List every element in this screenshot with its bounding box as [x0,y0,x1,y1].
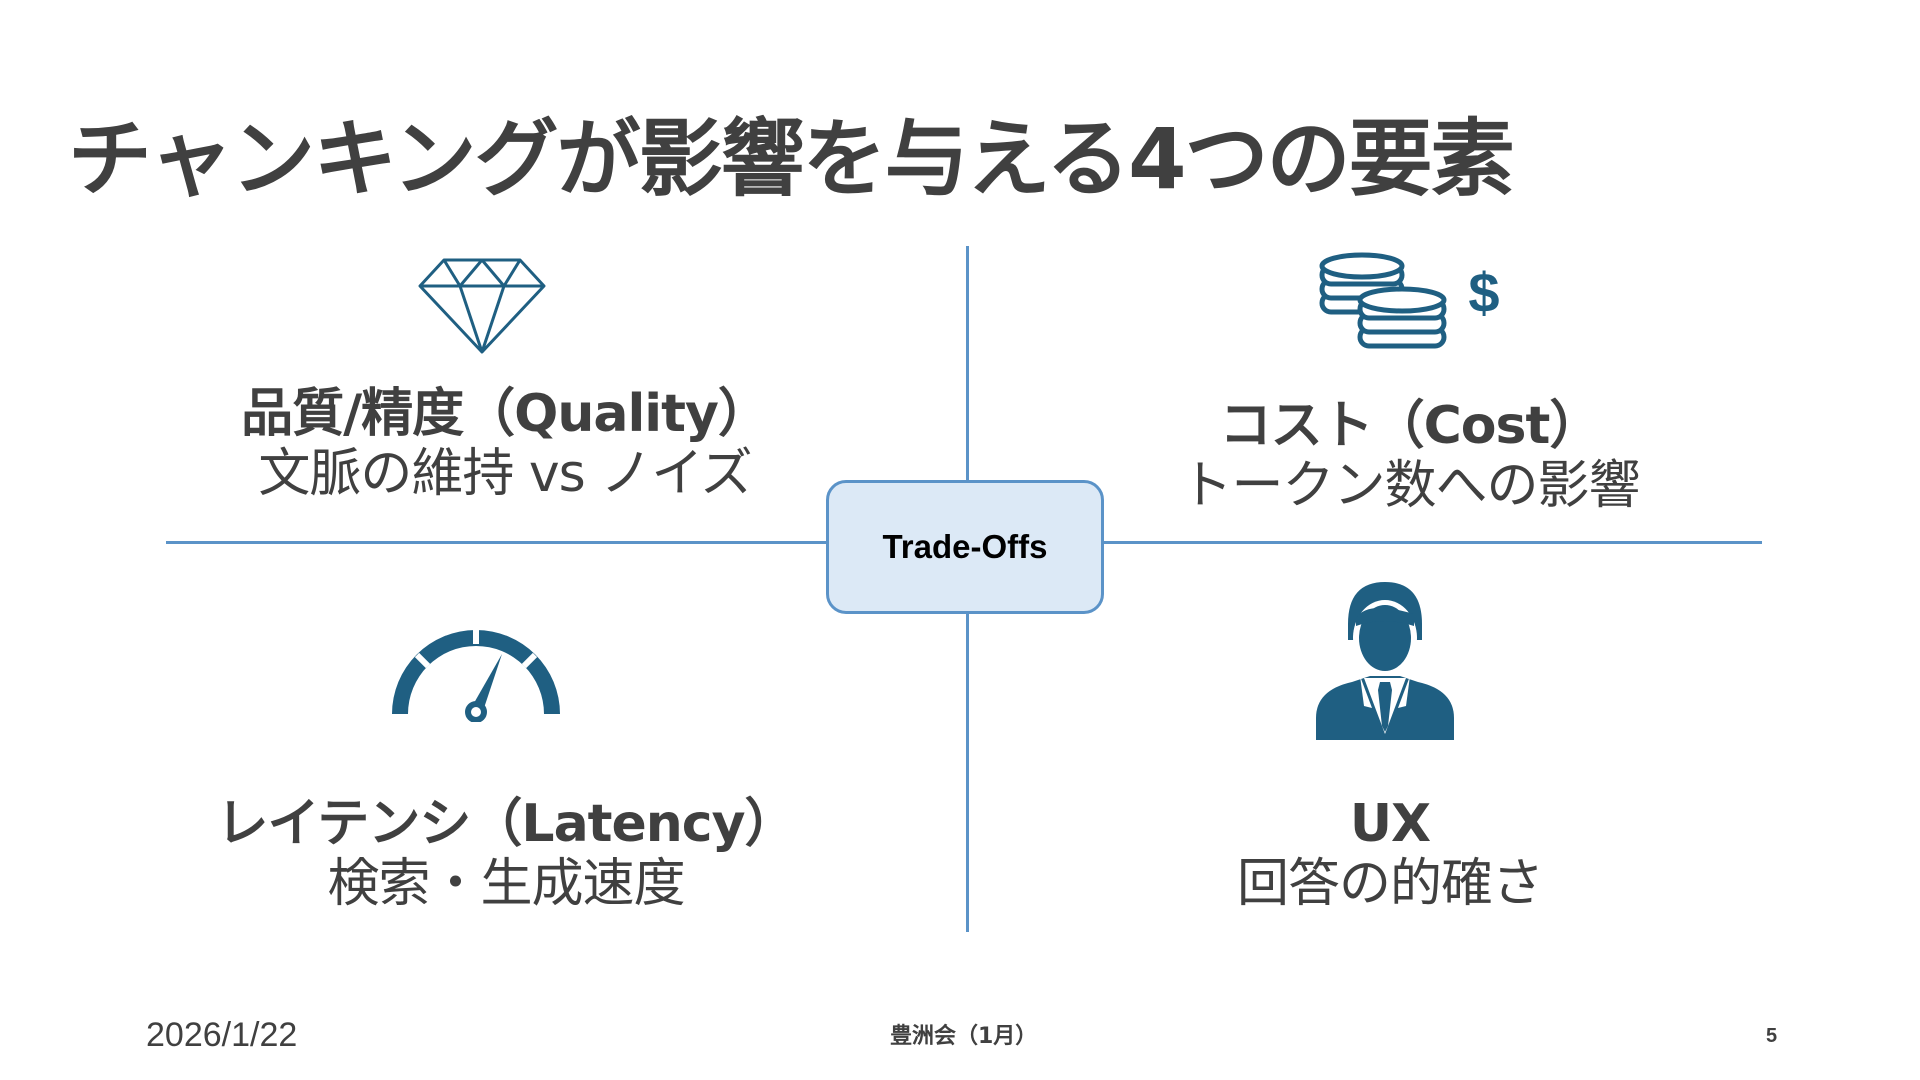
diamond-icon [418,258,546,354]
footer-event: 豊洲会（1月） [890,1024,1038,1049]
quality-text: 品質/精度（Quality） 文脈の維持 vs ノイズ [200,384,810,504]
cost-heading: コスト（Cost） [1219,396,1602,456]
page-number: 5 [1766,1025,1778,1047]
coins-dollar-icon: $ [1319,252,1500,349]
businessman-icon [1316,582,1454,740]
cost-text: コスト（Cost） トークン数への影響 [1080,396,1740,516]
ux-heading: UX [1349,794,1431,854]
speedometer-icon [392,628,560,722]
latency-text: レイテンシ（Latency） 検索・生成速度 [196,794,816,914]
trade-offs-label: Trade-Offs [882,528,1048,565]
quality-subtitle: 文脈の維持 vs ノイズ [258,444,752,504]
cost-subtitle: トークン数への影響 [1180,456,1640,516]
ux-subtitle: 回答の的確さ [1236,854,1544,914]
quality-heading: 品質/精度（Quality） [241,384,770,444]
trade-offs-box: Trade-Offs [826,480,1104,614]
latency-subtitle: 検索・生成速度 [327,854,685,914]
slide-title: チャンキングが影響を与える4つの要素 [68,110,1515,208]
latency-heading: レイテンシ（Latency） [216,794,796,854]
ux-text: UX 回答の的確さ [1080,794,1700,914]
footer-date: 2026/1/22 [146,1016,298,1054]
svg-text:$: $ [1468,261,1499,324]
